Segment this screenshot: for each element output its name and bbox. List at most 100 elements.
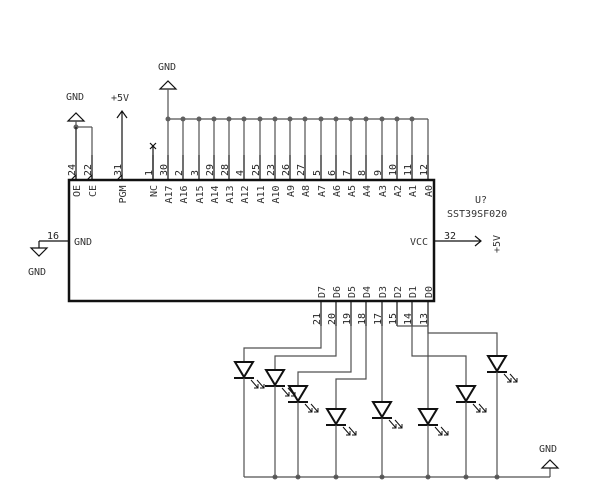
pin-number: 24 — [67, 164, 78, 176]
pin-name: A13 — [225, 185, 236, 203]
gnd-symbol-icon — [66, 112, 86, 122]
pin-name: D4 — [362, 286, 373, 298]
pin-d5: D5 19 — [342, 286, 358, 326]
pin-number: 30 — [159, 164, 170, 176]
pin-number: 32 — [444, 231, 456, 242]
pin-number: 19 — [342, 313, 353, 325]
pin-number: 25 — [251, 164, 262, 176]
pin-name: A1 — [408, 185, 419, 197]
junction-dot — [196, 116, 202, 122]
junction-dot — [302, 116, 308, 122]
vcc-pgm: +5V — [111, 93, 129, 155]
pin-a3: 9A3 — [373, 116, 389, 197]
pin-number: 21 — [312, 313, 323, 325]
pin-nc: 1NC — [144, 142, 160, 197]
gnd-oe-ce: GND — [66, 92, 93, 155]
led-icon — [325, 408, 347, 426]
led-gnd-bus: GND — [244, 444, 560, 478]
led-d1 — [411, 326, 487, 480]
pin-number: 27 — [296, 164, 307, 176]
pin-number: 8 — [357, 170, 368, 176]
pin-name: D1 — [408, 286, 419, 298]
pin-name: GND — [74, 237, 92, 248]
pin-name: D6 — [332, 286, 343, 298]
power-label: +5V — [492, 235, 503, 253]
pin-a6: 6A6 — [327, 116, 343, 197]
led-d7 — [233, 326, 322, 477]
led-icon — [486, 355, 508, 373]
junction-dot — [333, 116, 339, 122]
junction-dot — [226, 116, 232, 122]
pin-number: 6 — [327, 170, 338, 176]
junction-dot — [363, 116, 369, 122]
pin-name: CE — [88, 185, 99, 197]
pin-name: D0 — [424, 286, 435, 298]
pin-name: A17 — [164, 185, 175, 203]
led-icon — [371, 401, 393, 419]
led-icon — [455, 385, 477, 403]
pin-a4: 8A4 — [357, 116, 373, 197]
pin-number: 18 — [357, 313, 368, 325]
pin-name: A2 — [393, 185, 404, 197]
input-pin-icon — [70, 173, 77, 181]
junction-dot — [165, 116, 171, 122]
led-d3 — [371, 326, 403, 480]
power-label: GND — [158, 62, 176, 73]
pin-vcc-right: 32 VCC +5V — [410, 231, 503, 253]
pin-name: A10 — [271, 185, 282, 203]
pin-d4: D4 18 — [357, 286, 373, 326]
leds — [233, 325, 518, 480]
junction-dot — [409, 116, 415, 122]
pin-a7: 5A7 — [312, 116, 328, 197]
pin-number: 23 — [266, 164, 277, 176]
junction-dot — [287, 116, 293, 122]
led-icon — [417, 408, 439, 426]
pin-number: 9 — [373, 170, 384, 176]
pin-name: D5 — [347, 286, 358, 298]
pin-name: A8 — [301, 185, 312, 197]
power-label: +5V — [111, 93, 129, 104]
pin-name: A15 — [195, 185, 206, 203]
led-d2 — [397, 325, 449, 480]
top-pins: 24OE22CE31PGM1NC30A172A163A1529A1428A134… — [67, 116, 435, 204]
pin-number: 5 — [312, 170, 323, 176]
pin-number: 17 — [373, 313, 384, 325]
pin-number: 1 — [144, 170, 155, 176]
pin-name: A5 — [347, 185, 358, 197]
pin-name: A4 — [362, 185, 373, 197]
pin-number: 2 — [174, 170, 185, 176]
pin-number: 12 — [419, 164, 430, 176]
pin-number: 10 — [388, 164, 399, 176]
pin-number: 29 — [205, 164, 216, 176]
pin-name: D2 — [393, 286, 404, 298]
pin-name: A0 — [424, 185, 435, 197]
junction-dot — [180, 116, 186, 122]
led-d6 — [264, 326, 337, 480]
pin-name: A6 — [332, 185, 343, 197]
pin-name: A14 — [210, 185, 221, 203]
pin-number: 26 — [281, 164, 292, 176]
junction-dot — [241, 116, 247, 122]
gnd-symbol-icon — [158, 80, 178, 90]
input-pin-icon — [116, 173, 123, 181]
vcc-arrow-icon — [474, 235, 482, 247]
led-d4 — [325, 326, 367, 480]
